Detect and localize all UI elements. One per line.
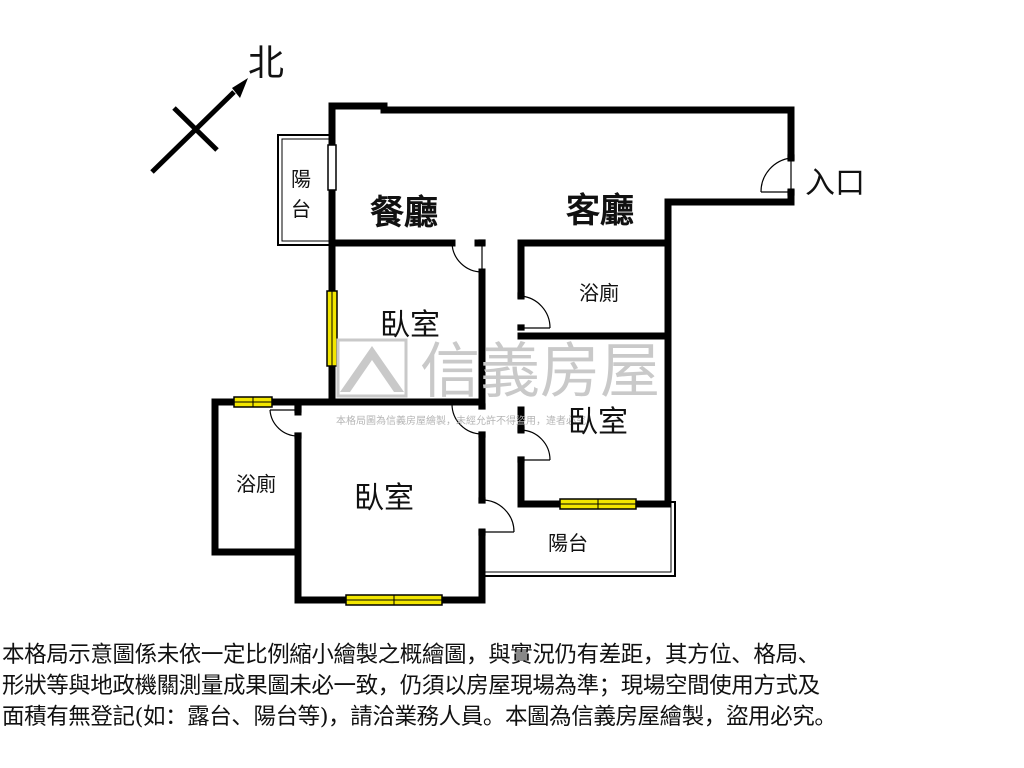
floor-plan: 北 (150, 43, 865, 606)
room-labels: 餐廳 客廳 入口 陽 台 臥室 浴廁 臥室 浴廁 臥室 陽台 (236, 166, 865, 555)
windows (233, 144, 637, 606)
balcony-sliding-door (327, 144, 337, 191)
label-balcony-south: 陽台 (548, 531, 588, 555)
compass-arrow-shaft (150, 90, 236, 174)
door-bedroom-main (451, 403, 486, 438)
watermark-notice: 本格局圖為信義房屋繪製，未經允許不得盜用，違者必究 (336, 414, 586, 427)
label-bedroom-east: 臥室 (568, 405, 628, 440)
label-bath-west: 浴廁 (236, 472, 276, 496)
door-bath-north (517, 292, 551, 331)
watermark: 信義房屋 本格局圖為信義房屋繪製，未經允許不得盜用，違者必究 (336, 337, 660, 427)
north-label: 北 (248, 43, 284, 84)
label-balcony-west-1: 陽 (291, 167, 311, 191)
watermark-brand: 信義房屋 (420, 337, 660, 407)
entrance-door (760, 154, 795, 196)
disclaimer: 本格局示意圖係未依一定比例縮小繪製之概繪圖，與實況仍有差距，其方位、格局、 形狀… (2, 640, 1022, 733)
label-balcony-west-2: 台 (291, 197, 311, 221)
brand-logo-icon (340, 346, 404, 392)
compass: 北 (150, 43, 284, 174)
disclaimer-line-1: 本格局示意圖係未依一定比例縮小繪製之概繪圖，與實況仍有差距，其方位、格局、 (2, 642, 820, 668)
label-bath-north: 浴廁 (579, 281, 619, 305)
balcony-west (277, 134, 332, 246)
disclaimer-line-3: 面積有無登記(如：露台、陽台等)，請洽業務人員。本圖為信義房屋繪製，盜用必究。 (2, 704, 837, 730)
doors (269, 154, 795, 536)
door-bedroom-east (517, 426, 551, 463)
label-bedroom-north: 臥室 (380, 308, 440, 343)
label-bedroom-main: 臥室 (354, 481, 414, 516)
door-bedroom-north (451, 239, 486, 273)
walls (211, 102, 795, 604)
north-arrow-icon (232, 78, 248, 98)
door-bath-west (269, 405, 302, 439)
label-living: 客廳 (566, 191, 634, 231)
label-dining: 餐廳 (370, 193, 438, 233)
disclaimer-line-2: 形狀等與地政機關測量成果圖未必一致，仍須以房屋現場為準；現場空間使用方式及 (2, 673, 820, 699)
label-entrance: 入口 (805, 166, 865, 201)
door-balcony-south (478, 497, 515, 536)
